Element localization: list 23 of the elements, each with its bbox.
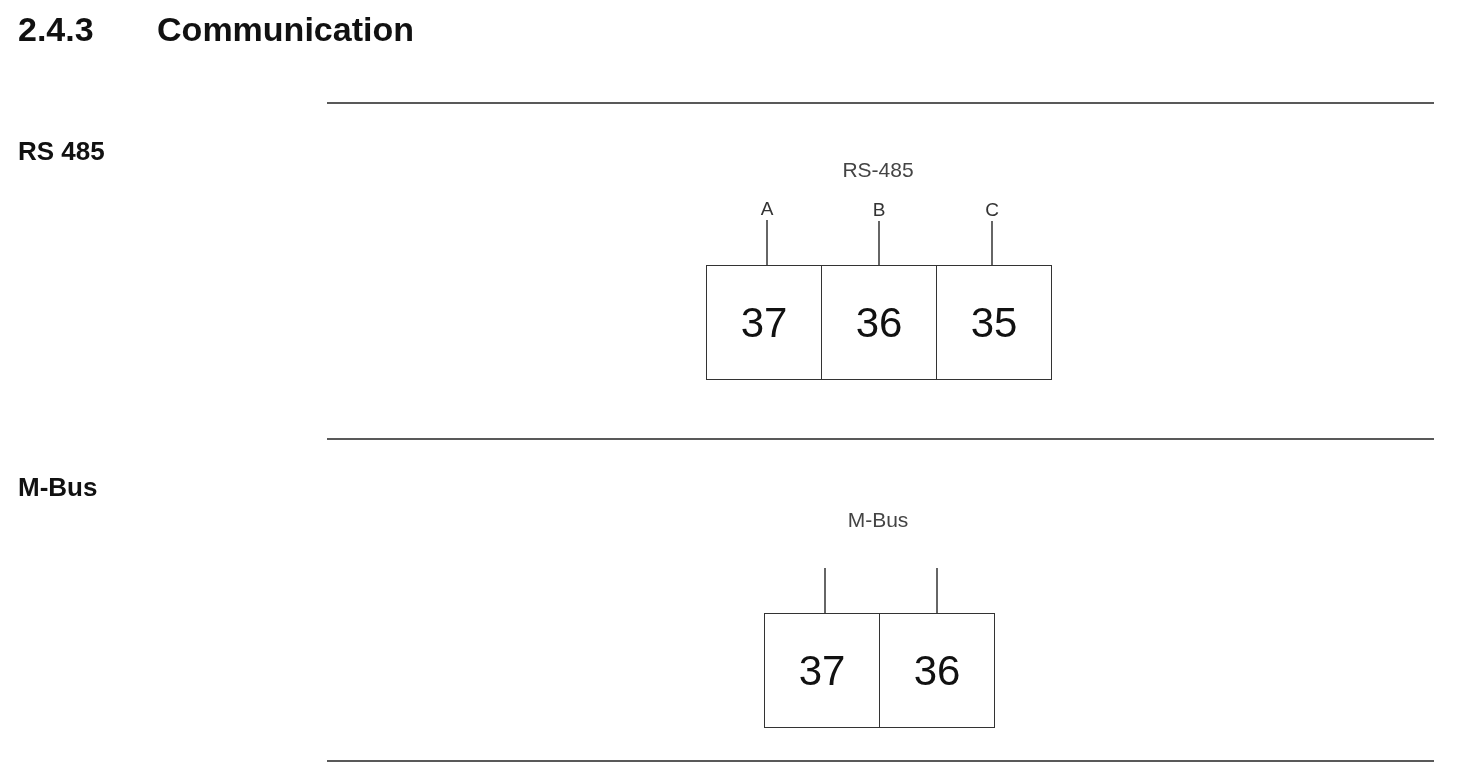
terminal-number: 35: [970, 298, 1018, 347]
terminal-number: 36: [855, 298, 903, 347]
terminal-box: [764, 613, 880, 728]
terminal-box: [936, 265, 1052, 380]
section-heading: RS 485: [18, 136, 105, 167]
pin-label: C: [977, 199, 1007, 221]
connector-label: RS-485: [842, 158, 914, 182]
wire-line: [991, 220, 993, 266]
connector-label: M-Bus: [847, 508, 909, 532]
pin-label: B: [864, 199, 894, 221]
terminal-box: [706, 265, 822, 380]
terminal-number: 36: [913, 646, 961, 695]
terminal-number: 37: [798, 646, 846, 695]
terminal-box: [879, 613, 995, 728]
section-title: 2.4.3 Communication: [18, 10, 414, 49]
pin-label: A: [752, 198, 782, 220]
wire-line: [878, 220, 880, 266]
terminal-box: [821, 265, 937, 380]
wire-line: [824, 567, 826, 614]
wire-line: [936, 567, 938, 614]
terminal-number: 37: [740, 298, 788, 347]
section-heading: M-Bus: [18, 472, 98, 503]
wire-line: [766, 219, 768, 266]
